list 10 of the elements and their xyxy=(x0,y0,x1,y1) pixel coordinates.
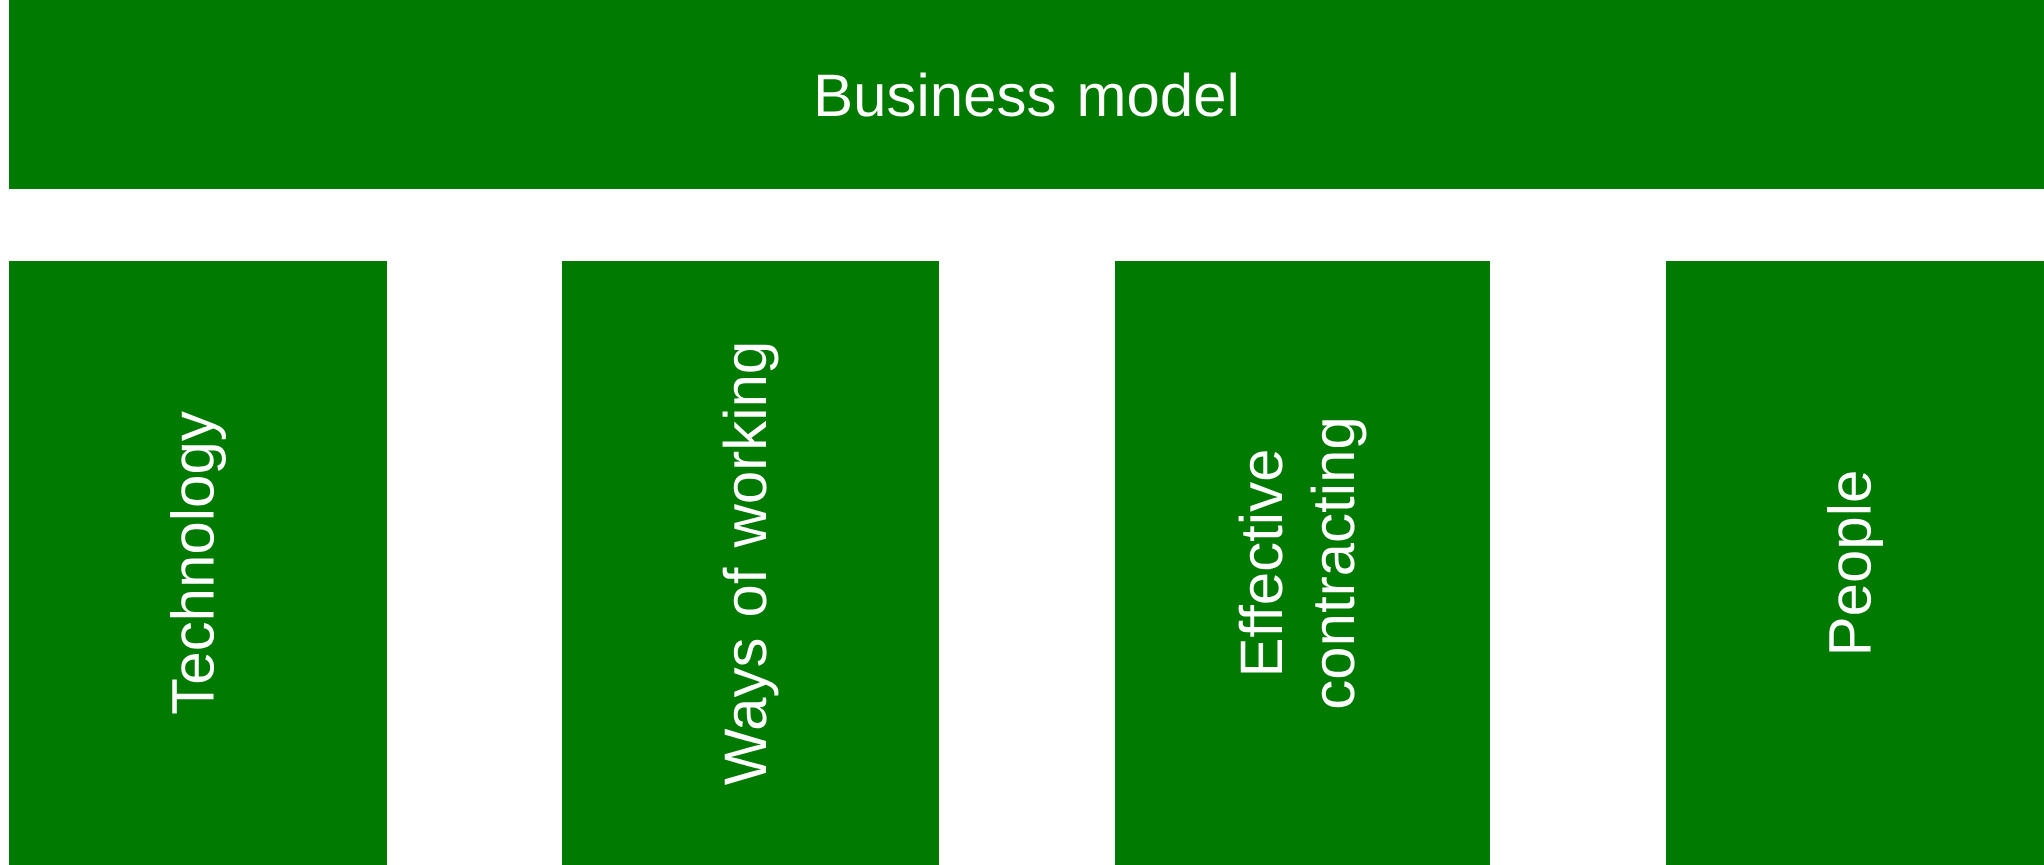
box-label: Ways of working xyxy=(722,344,779,785)
box-label: People xyxy=(1827,472,1883,652)
column-box xyxy=(1115,261,1490,865)
column-box xyxy=(1666,261,2044,865)
column-box xyxy=(9,261,387,865)
header-bar xyxy=(9,0,2044,189)
box-label: Technology xyxy=(170,411,226,714)
column-box xyxy=(562,261,939,865)
box-label: Business model xyxy=(818,72,1236,117)
box-label: Effective contracting xyxy=(1238,420,1367,708)
